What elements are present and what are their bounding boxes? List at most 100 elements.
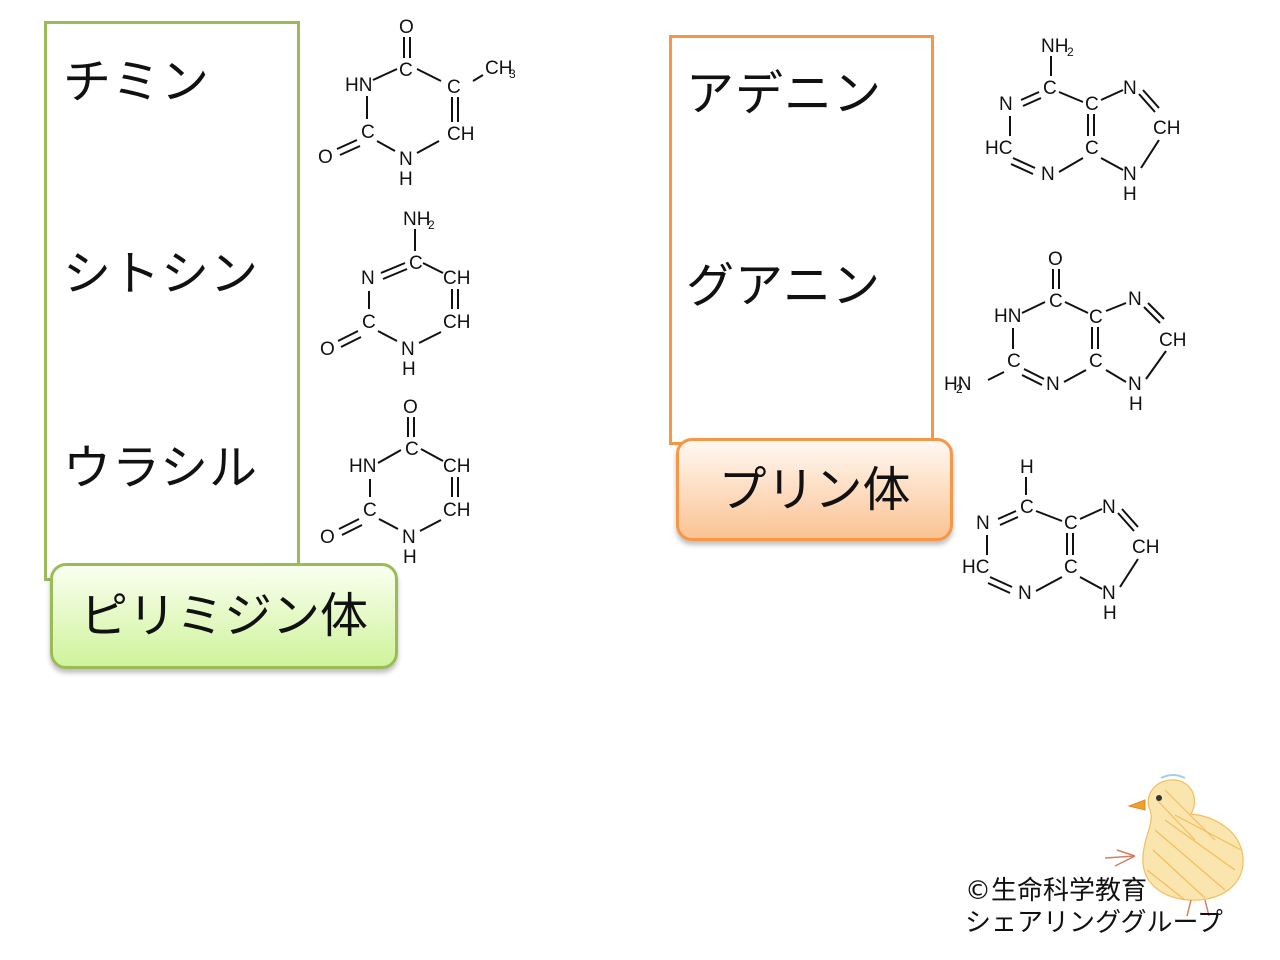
purine-label: プリン体 (676, 438, 953, 541)
atom-c: C (447, 77, 461, 98)
bond (338, 518, 360, 530)
atom-o: O (403, 397, 418, 418)
name-guanine: グアニン (686, 258, 882, 314)
atom-o: O (320, 339, 335, 360)
atom-ch: CH (1159, 330, 1186, 351)
atom-ch: CH (1153, 118, 1180, 139)
bond (1035, 510, 1063, 522)
atom-nh2: NH (1041, 36, 1068, 57)
atom-subscript: 2 (428, 218, 435, 232)
bond (422, 262, 444, 274)
chick-drawing (1104, 774, 1244, 917)
atom-h2n: HN (944, 374, 971, 395)
pyrimidine-box: チミン シトシン ウラシル (44, 21, 300, 581)
atom-ch3: CH (485, 58, 512, 79)
name-adenine: アデニン (686, 66, 883, 122)
atom-n: N (1102, 583, 1116, 604)
bond (987, 582, 1011, 594)
atom-n: N (402, 527, 416, 548)
bond (339, 145, 361, 156)
bond (341, 524, 363, 536)
bond (337, 330, 359, 342)
atom-h: H (403, 547, 417, 568)
atom-c: C (1085, 138, 1099, 159)
bond (999, 516, 1019, 526)
bond (372, 68, 398, 81)
atom-c: C (1043, 78, 1057, 99)
bond (416, 140, 440, 154)
bond (1121, 508, 1139, 528)
atom-h: H (402, 359, 416, 380)
bond (340, 336, 362, 348)
bond (1117, 512, 1135, 532)
bond (418, 331, 442, 344)
atom-ch: CH (443, 500, 470, 521)
bond (989, 576, 1013, 588)
atom-c: C (1089, 351, 1103, 372)
atom-c: C (1049, 291, 1063, 312)
guanine-structure: O C HN C N CH C C HN 2 N N H (944, 249, 1186, 415)
bond (1119, 558, 1139, 588)
atom-c: C (1085, 94, 1099, 115)
atom-nh2: NH (403, 209, 430, 230)
atom-n: N (361, 268, 375, 289)
pyrimidine-label: ピリミジン体 (50, 563, 398, 669)
bond (1021, 301, 1046, 314)
atom-n: N (1128, 289, 1142, 310)
atom-subscript: 2 (1067, 45, 1074, 59)
atom-hc: HC (962, 557, 989, 578)
bond (1021, 374, 1043, 386)
copyright-line-2: シェアリンググループ (965, 908, 1223, 938)
uracil-structure: O C HN CH CH C O N H (320, 397, 470, 568)
atom-subscript: 3 (509, 67, 516, 81)
atom-ch: CH (443, 456, 470, 477)
atom-n: N (1041, 164, 1055, 185)
bond (1020, 91, 1040, 101)
atom-h: H (1123, 184, 1137, 205)
bond (472, 74, 484, 82)
atom-ch: CH (447, 124, 474, 145)
bond (1100, 89, 1124, 101)
atom-hc: HC (985, 138, 1012, 159)
atom-h: H (1129, 394, 1143, 415)
thymine-structure: O C HN C CH 3 CH C O N H (318, 17, 516, 190)
bond (1079, 508, 1103, 520)
cytosine-structure: NH 2 C N CH CH C O N H (320, 209, 470, 380)
atom-o: O (318, 147, 333, 168)
purine-box: アデニン グアニン (669, 35, 934, 445)
adenine-structure: NH 2 C N C N CH HC C N N H (985, 36, 1180, 205)
name-thymine: チミン (63, 54, 211, 110)
atom-n: N (1046, 374, 1060, 395)
bond (1079, 576, 1103, 590)
atom-c: C (1064, 557, 1078, 578)
atom-hn: HN (994, 306, 1021, 327)
purine-structure: H C N C N CH HC C N N H (962, 457, 1159, 624)
copyright-line-1: ©生命科学教育 (965, 876, 1148, 906)
bond (1058, 91, 1084, 103)
atom-c: C (1007, 351, 1021, 372)
atom-ch: CH (443, 268, 470, 289)
bond (1058, 157, 1084, 173)
bond (997, 510, 1017, 520)
bond (336, 139, 358, 150)
bond (380, 262, 406, 274)
name-uracil: ウラシル (63, 440, 259, 496)
bond (378, 518, 399, 530)
atom-n: N (399, 149, 413, 170)
atom-h: H (1020, 457, 1034, 478)
bond (377, 330, 398, 342)
atom-n: N (401, 339, 415, 360)
atom-c: C (363, 500, 377, 521)
atom-hn: HN (349, 456, 376, 477)
atom-o: O (1048, 249, 1063, 270)
atom-subscript: 2 (956, 382, 963, 396)
atom-hn: HN (345, 75, 372, 96)
atom-c: C (399, 60, 413, 81)
atom-c: C (405, 439, 419, 460)
atom-n: N (1102, 497, 1116, 518)
atom-c: C (1089, 307, 1103, 328)
bond (420, 448, 444, 462)
atom-n: N (1123, 78, 1137, 99)
atom-n: N (1123, 164, 1137, 185)
bond (377, 449, 402, 464)
